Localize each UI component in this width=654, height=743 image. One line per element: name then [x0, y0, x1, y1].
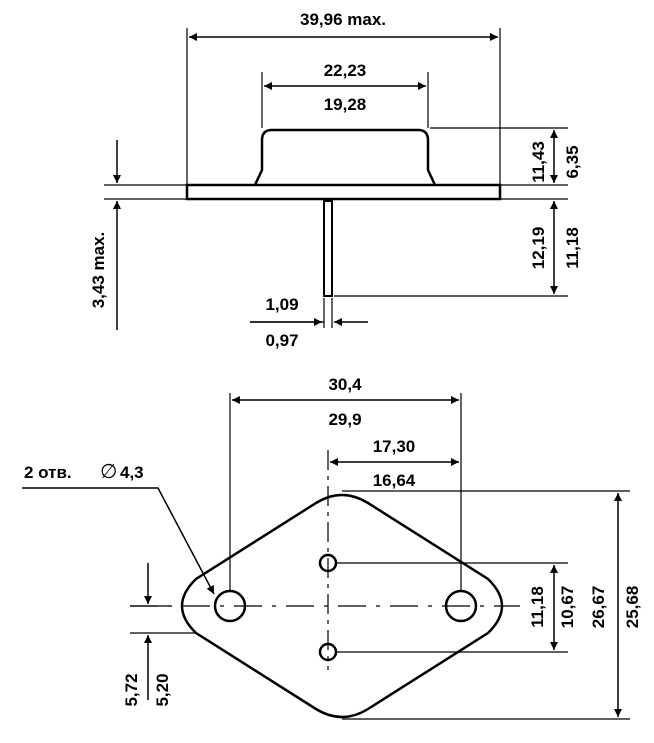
height-outer-label: 11,43	[529, 141, 548, 183]
hole-spacing-outer-label: 30,4	[328, 375, 362, 394]
hole-spacing-inner-label: 29,9	[328, 410, 361, 429]
height-inner-label: 6,35	[563, 145, 582, 178]
lead-pin	[323, 200, 333, 297]
pin-spacing-outer-label: 11,18	[528, 586, 547, 628]
lead-length-outer-label: 12,19	[529, 227, 548, 270]
pin-offset-outer-label: 17,30	[373, 437, 416, 456]
flange-plate	[185, 183, 502, 201]
holes-diameter-label: 4,3	[120, 463, 144, 482]
package-outline	[180, 493, 504, 719]
lead-d-inner-label: 0,97	[265, 331, 298, 350]
radius-outer-label: 5,72	[122, 673, 141, 706]
diameter-symbol: ∅	[100, 461, 117, 483]
overall-width-label: 39,96 max.	[300, 10, 386, 29]
lead-d-outer-label: 1,09	[265, 295, 298, 314]
lead-length-inner-label: 11,18	[563, 227, 582, 269]
cap-inner-label: 19,28	[324, 95, 367, 114]
height-inner-label-top: 25,68	[623, 586, 642, 629]
holes-callout-label: 2 отв.	[24, 463, 72, 482]
height-outer-label-top: 26,67	[589, 586, 608, 629]
holes-leader	[22, 487, 215, 595]
pin-spacing-inner-label: 10,67	[558, 586, 577, 629]
side-view: 39,96 max. 22,23 19,28 11,43 6,35 12,19 …	[89, 10, 582, 350]
radius-inner-label: 5,20	[153, 673, 172, 706]
cap-outer-label: 22,23	[324, 61, 367, 80]
pin-offset-inner-label: 16,64	[373, 471, 416, 490]
cap-outline	[253, 128, 437, 186]
flange-label: 3,43 max.	[89, 232, 108, 309]
top-view: 30,4 29,9 17,30 16,64 2 отв. ∅ 4,3 11,18…	[22, 375, 642, 720]
